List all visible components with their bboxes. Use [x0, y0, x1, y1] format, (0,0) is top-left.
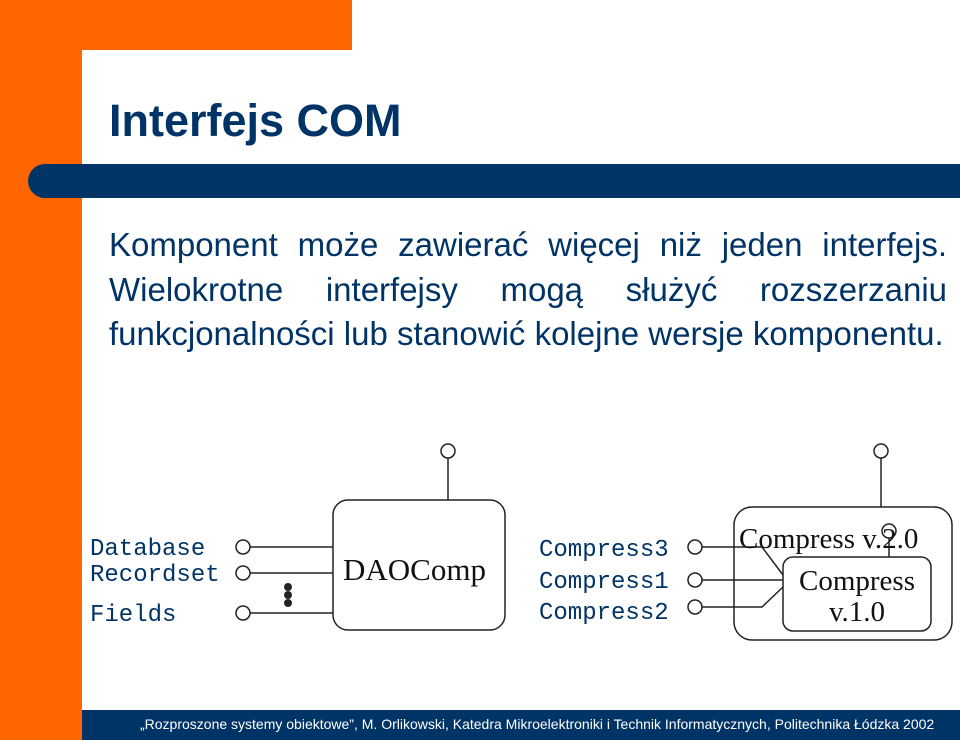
orange-top-block	[0, 0, 352, 50]
inner-interface-lollipop	[881, 523, 897, 539]
compress3-interface-lollipop	[687, 539, 703, 555]
daocomp-label: DAOComp	[343, 552, 486, 587]
recordset-interface-label: Recordset	[90, 562, 220, 589]
compress2-interface-label: Compress2	[539, 600, 669, 627]
orange-side-strip	[0, 0, 82, 740]
compress-v2-label: Compress v.2.0	[739, 523, 918, 555]
database-interface-label: Database	[90, 536, 205, 563]
compress-v1-box	[782, 556, 932, 632]
recordset-interface-lollipop	[235, 565, 251, 581]
top-interface-lollipop	[873, 443, 889, 459]
compress1-interface-label: Compress1	[539, 569, 669, 596]
daocomp-box	[332, 499, 506, 631]
daocomp-component	[235, 443, 506, 631]
compress3-interface-label: Compress3	[539, 537, 669, 564]
fields-interface-lollipop	[235, 605, 251, 621]
slide-title: Interfejs COM	[109, 95, 402, 146]
database-interface-lollipop	[235, 539, 251, 555]
footer-bar	[82, 710, 960, 740]
title-underline-bar	[28, 164, 960, 198]
compress-v1-label-line2: v.1.0	[829, 596, 885, 628]
slide-body-text: Komponent może zawierać więcej niż jeden…	[109, 226, 947, 352]
fields-interface-label: Fields	[90, 602, 176, 629]
top-interface-lollipop	[440, 443, 456, 459]
ellipsis-dots-icon	[284, 583, 292, 607]
compress1-interface-lollipop	[687, 572, 703, 588]
compress-v2-component	[687, 443, 953, 641]
compress2-interface-lollipop	[687, 599, 703, 615]
footer-credit: „Rozproszone systemy obiektowe”, M. Orli…	[140, 716, 935, 732]
compress-v1-label-line1: Compress	[799, 565, 915, 597]
